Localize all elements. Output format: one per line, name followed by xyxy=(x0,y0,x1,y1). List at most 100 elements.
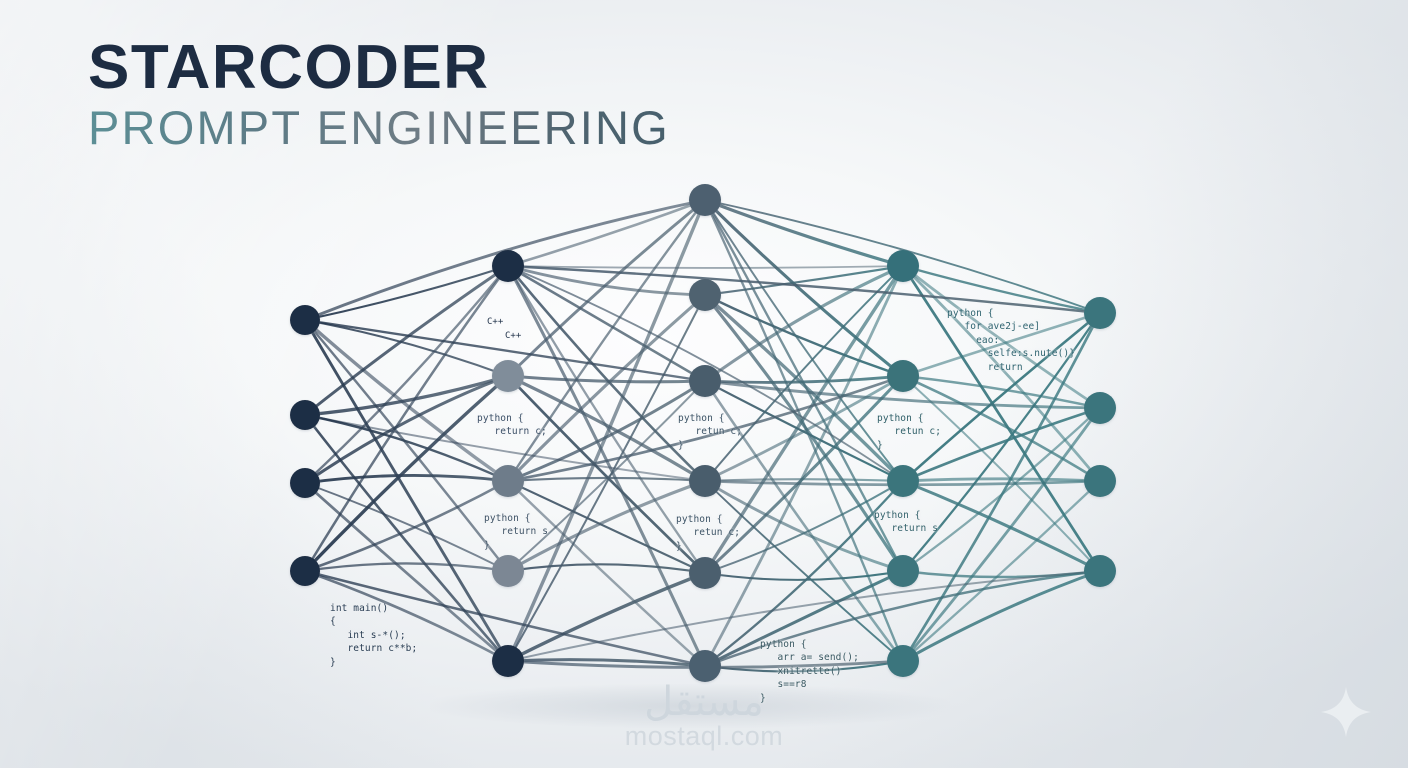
network-edge xyxy=(303,374,510,485)
network-node[interactable] xyxy=(290,468,320,498)
network-edge xyxy=(901,311,1102,663)
network-edge xyxy=(703,374,905,575)
network-node[interactable] xyxy=(887,465,919,497)
network-node[interactable] xyxy=(689,279,721,311)
network-edge xyxy=(303,264,510,485)
network-edge xyxy=(703,569,905,668)
network-node[interactable] xyxy=(290,556,320,586)
network-edge xyxy=(303,479,510,573)
network-edge xyxy=(506,479,707,668)
network-edge xyxy=(506,571,707,663)
network-edge xyxy=(303,413,510,663)
network-edge xyxy=(506,563,707,575)
network-edge xyxy=(901,374,1102,410)
network-edge xyxy=(506,479,707,573)
code-snippet-python-for-loop-topright: python { for ave2j-ee] eao: selfe:s.nute… xyxy=(947,308,1076,373)
network-node[interactable] xyxy=(887,555,919,587)
network-edge xyxy=(901,374,1102,573)
network-edges xyxy=(303,198,1102,673)
network-edge xyxy=(506,198,707,268)
network-edge xyxy=(703,569,905,581)
network-node[interactable] xyxy=(689,650,721,682)
network-edge xyxy=(704,480,904,662)
code-snippet-python-retun-c-mid-lower: python { retun c; } xyxy=(676,514,741,552)
network-edge xyxy=(901,311,1102,483)
network-edge xyxy=(901,406,1102,483)
network-edge xyxy=(703,374,905,483)
network-edge xyxy=(704,480,904,574)
network-edge xyxy=(303,318,510,483)
network-edge xyxy=(703,293,905,483)
network-edge xyxy=(901,311,1102,378)
network-edge xyxy=(506,264,707,668)
network-edge-skip xyxy=(303,318,707,383)
network-edge-skip xyxy=(506,264,1102,315)
network-edge-skip xyxy=(304,414,706,482)
network-edge xyxy=(901,311,1102,573)
network-edge-skip xyxy=(507,265,904,269)
page-subtitle: PROMPT ENGINEERING xyxy=(88,101,670,155)
network-node[interactable] xyxy=(887,250,919,282)
network-edge-skip xyxy=(506,374,905,483)
network-edge xyxy=(506,479,707,575)
cpp-label-b: C++ xyxy=(505,331,522,341)
network-node[interactable] xyxy=(290,305,320,335)
network-edge xyxy=(703,293,905,573)
network-edge xyxy=(506,198,707,483)
network-node[interactable] xyxy=(689,465,721,497)
code-snippet-python-return-s-right: python { return s xyxy=(874,510,939,535)
network-edge xyxy=(901,264,1102,315)
network-node[interactable] xyxy=(492,360,524,392)
network-edge xyxy=(303,264,510,322)
network-node[interactable] xyxy=(1084,555,1116,587)
cpp-label-a: C++ xyxy=(487,317,504,327)
network-edge-skip xyxy=(303,569,707,668)
network-node[interactable] xyxy=(1084,392,1116,424)
network-edge xyxy=(303,374,510,573)
network-edge-skip xyxy=(703,379,1102,410)
network-node[interactable] xyxy=(887,645,919,677)
network-edge xyxy=(703,264,905,383)
network-node[interactable] xyxy=(492,645,524,677)
network-edge xyxy=(303,481,510,663)
page-title: STARCODER xyxy=(88,33,490,102)
network-edge xyxy=(303,264,510,417)
network-edge xyxy=(901,374,1102,483)
network-edge xyxy=(703,198,905,378)
network-edge xyxy=(303,318,510,573)
network-node[interactable] xyxy=(887,360,919,392)
network-node[interactable] xyxy=(290,400,320,430)
network-node[interactable] xyxy=(1084,297,1116,329)
network-edge xyxy=(901,264,1102,483)
network-node[interactable] xyxy=(689,365,721,397)
network-edge xyxy=(703,379,905,663)
network-node[interactable] xyxy=(492,465,524,497)
sparkle-icon xyxy=(1321,687,1371,737)
network-edge xyxy=(506,374,707,483)
network-node[interactable] xyxy=(1084,465,1116,497)
network-edge xyxy=(703,198,905,268)
network-node[interactable] xyxy=(689,557,721,589)
code-snippet-python-send-bottom: python { arr a= send(); xnitrette() s==r… xyxy=(760,639,859,704)
network-edge xyxy=(901,479,1102,573)
network-nodes xyxy=(290,184,1116,682)
network-edge xyxy=(506,264,707,483)
network-edge xyxy=(304,482,509,572)
network-edge-skip xyxy=(703,569,1102,668)
network-node[interactable] xyxy=(492,555,524,587)
network-edge xyxy=(901,406,1102,663)
network-edge xyxy=(506,374,707,575)
network-node[interactable] xyxy=(689,184,721,216)
network-edge-skip xyxy=(507,265,904,482)
network-edge-skip xyxy=(506,569,1102,663)
network-edge xyxy=(507,380,706,572)
network-edge xyxy=(303,562,510,573)
network-node[interactable] xyxy=(492,250,524,282)
network-edge xyxy=(703,264,905,297)
network-edge xyxy=(303,569,510,663)
network-edge xyxy=(506,658,707,668)
network-edge xyxy=(703,374,905,384)
network-edge xyxy=(506,198,707,378)
